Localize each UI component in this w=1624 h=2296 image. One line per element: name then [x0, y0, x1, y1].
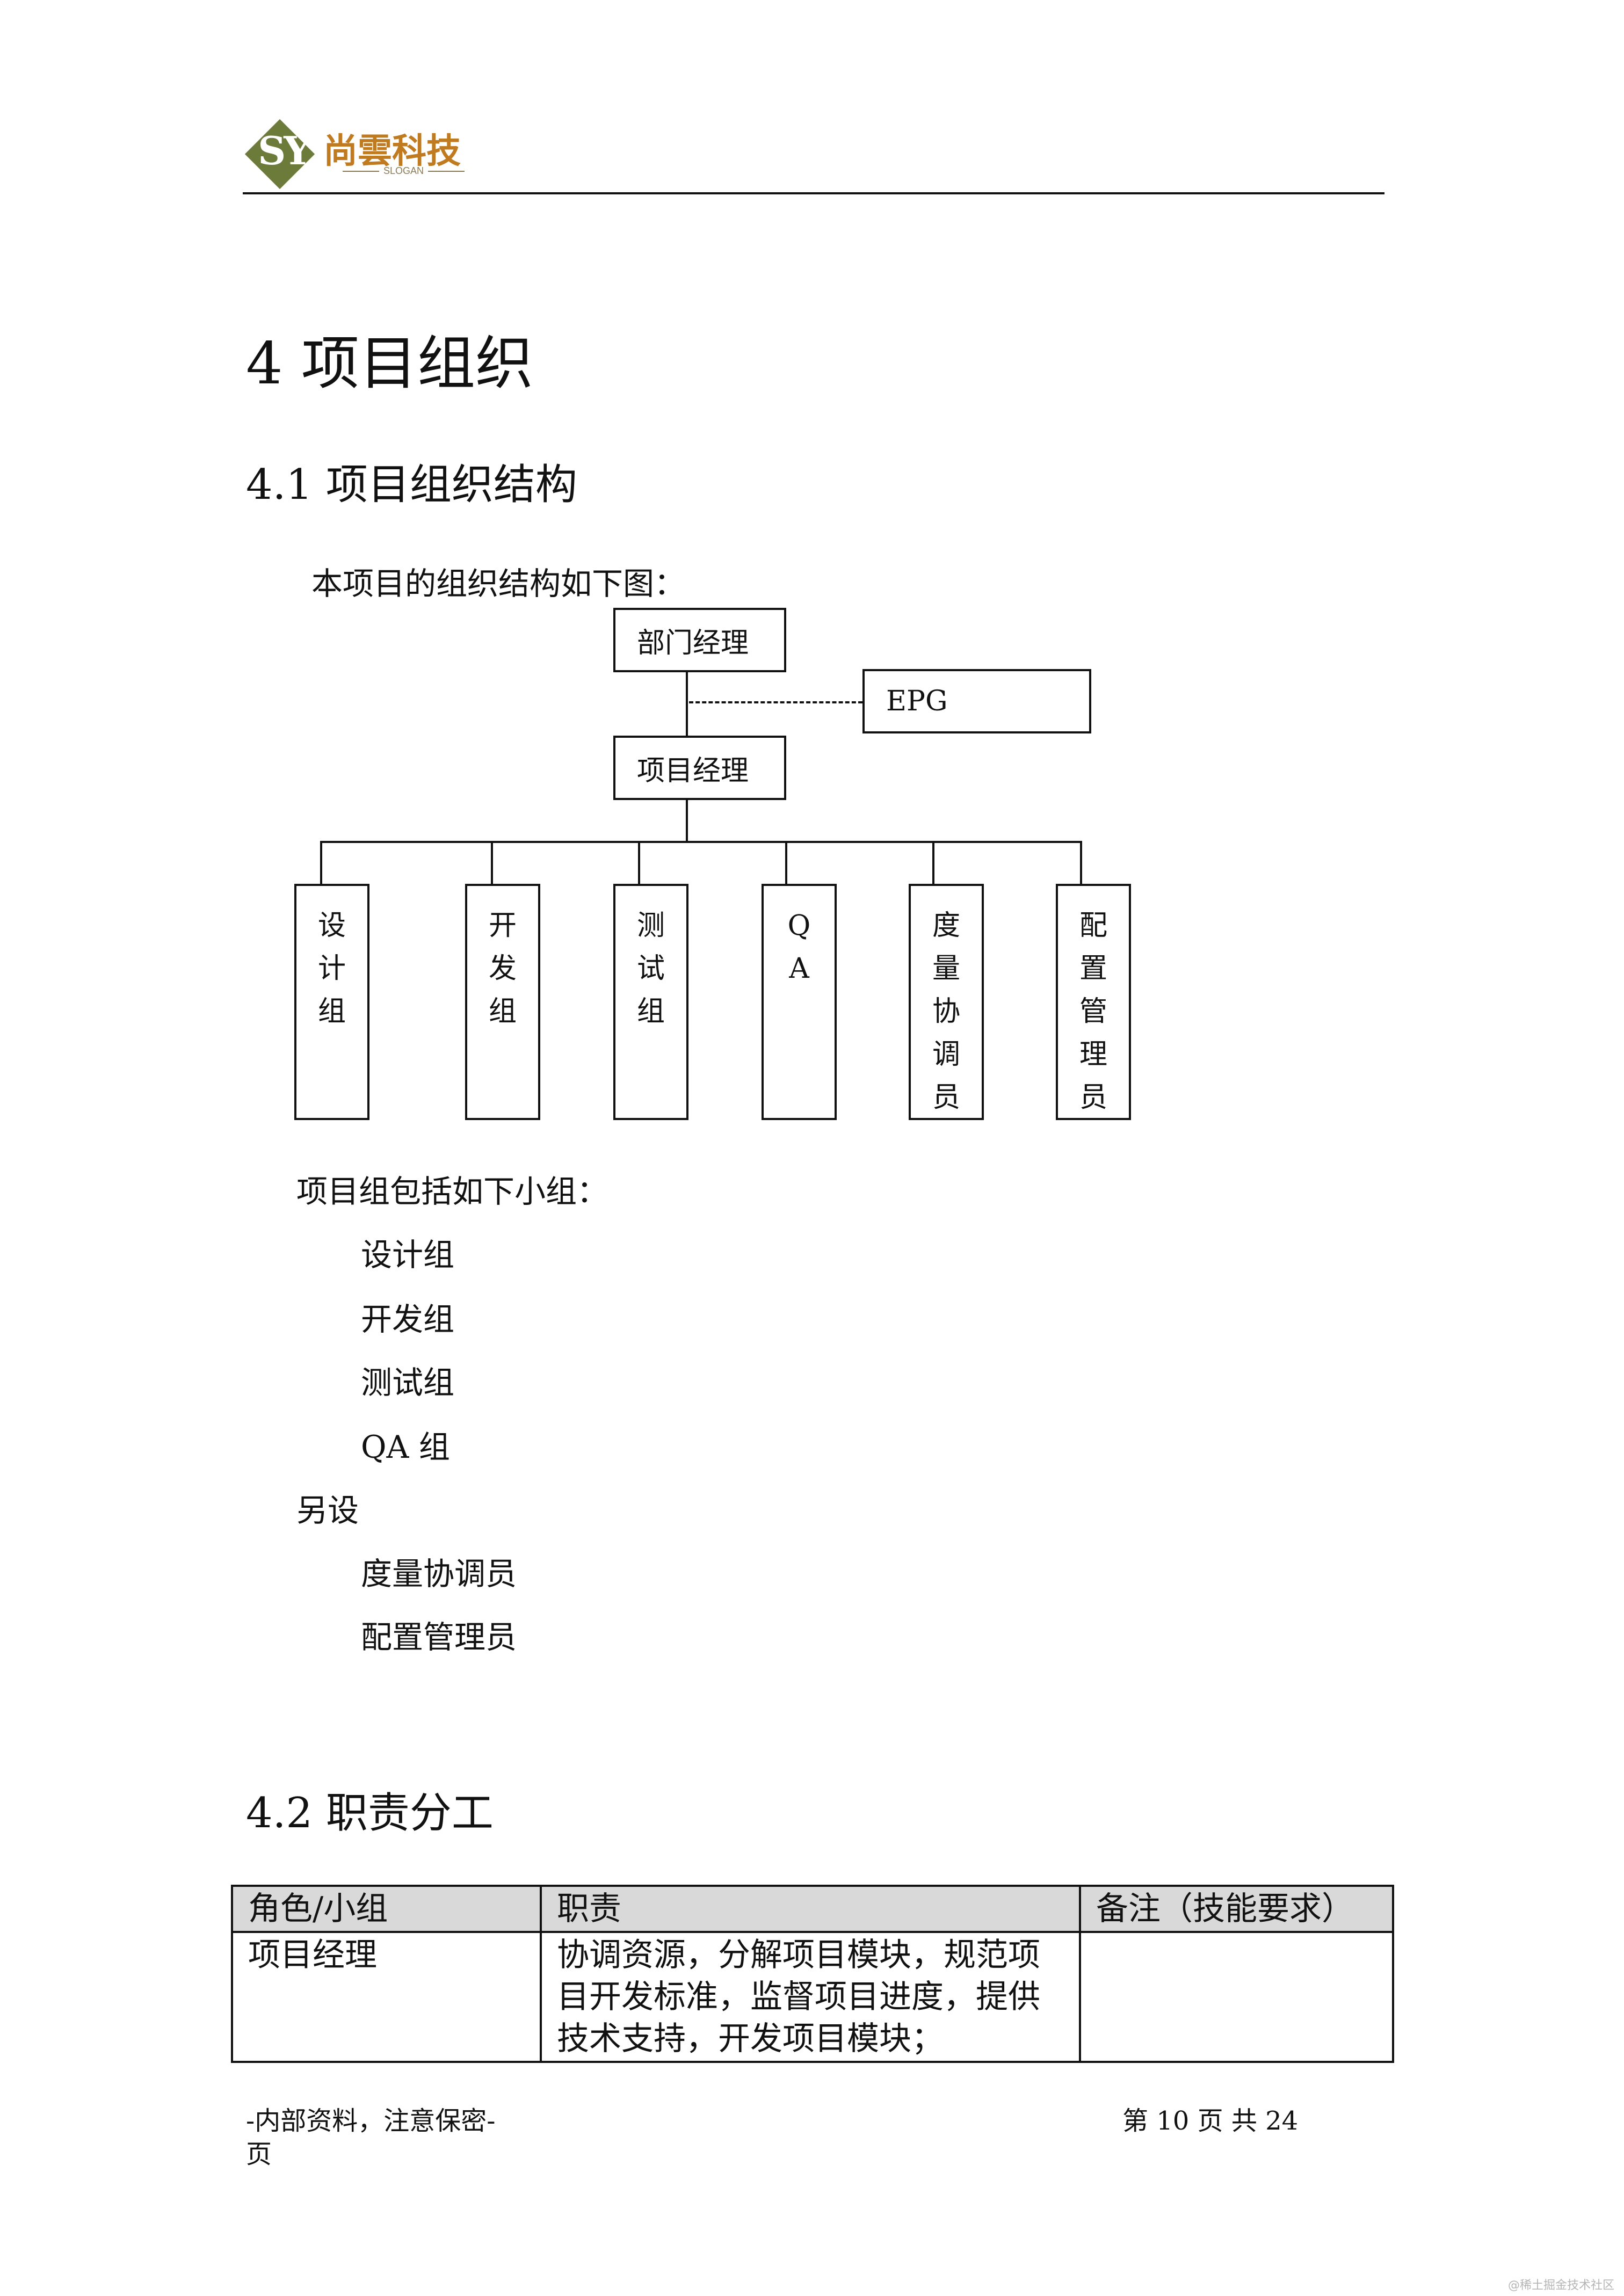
org-unit-char: 设: [317, 910, 346, 942]
section-heading-4-1: 4.1 项目组织结构: [246, 461, 577, 509]
org-unit-char: 量: [932, 953, 960, 985]
list-item: 测试组: [361, 1364, 455, 1401]
roles-table: 角色/小组 职责 备注（技能要求） 项目经理 协调资源，分解项目模块，规范项 目…: [231, 1885, 1395, 2063]
column-header: 角色/小组: [231, 1885, 542, 1933]
connector-drop: [785, 841, 787, 885]
org-box-side-label: EPG: [886, 685, 948, 717]
org-unit-char: 调: [932, 1038, 960, 1071]
org-intro-text: 本项目的组织结构如下图：: [311, 565, 686, 602]
connector-drop: [638, 841, 640, 885]
org-unit-char: 组: [488, 996, 517, 1028]
logo-slogan: SLOGAN: [338, 165, 469, 177]
column-header: 职责: [539, 1885, 1081, 1933]
connector-drop: [932, 841, 934, 885]
list-item: 度量协调员: [361, 1556, 517, 1592]
org-unit-design: 设 计 组: [294, 884, 369, 1120]
list-item: 开发组: [361, 1301, 455, 1338]
footer-page-number: 第 10 页 共 24: [1122, 2106, 1299, 2136]
org-unit-char: 管: [1079, 996, 1107, 1028]
org-unit-char: 试: [636, 953, 665, 985]
org-box-top: 部门经理: [613, 608, 786, 672]
org-unit-char: 员: [932, 1081, 960, 1114]
org-unit-char: Q: [787, 910, 811, 942]
connector-drop: [491, 841, 493, 885]
role-cell: 项目经理: [231, 1931, 542, 2063]
org-unit-char: 员: [1079, 1081, 1107, 1114]
watermark: @稀土掘金技术社区: [1507, 2279, 1614, 2292]
org-unit-char: 组: [317, 996, 346, 1028]
chapter-heading: 4 项目组织: [246, 330, 534, 397]
connector-dashed-side: [689, 701, 862, 703]
org-box-manager: 项目经理: [613, 736, 786, 800]
org-unit-measure: 度 量 协 调 员: [909, 884, 984, 1120]
groups-intro: 项目组包括如下小组：: [296, 1173, 608, 1210]
list-item: 配置管理员: [361, 1619, 517, 1655]
footer-confidential: -内部资料，注意保密-: [246, 2106, 496, 2136]
connector-top-manager: [686, 672, 688, 736]
org-unit-char: 组: [636, 996, 665, 1028]
note-cell: [1078, 1931, 1395, 2063]
list-item: 设计组: [361, 1237, 455, 1273]
list-item: QA 组: [361, 1429, 450, 1465]
connector-drop: [320, 841, 322, 885]
org-unit-char: 测: [636, 910, 665, 942]
org-unit-char: 度: [932, 910, 960, 942]
extra-label: 另设: [296, 1492, 359, 1529]
org-unit-test: 测 试 组: [613, 884, 688, 1120]
org-unit-char: 置: [1079, 953, 1107, 985]
org-unit-char: 协: [932, 996, 960, 1028]
duty-line: 技术支持，开发项目模块；: [556, 2020, 944, 2058]
duty-line: 协调资源，分解项目模块，规范项: [556, 1936, 1040, 1974]
column-header: 备注（技能要求）: [1078, 1885, 1395, 1933]
org-box-top-label: 部门经理: [637, 627, 749, 659]
org-unit-char: 计: [317, 953, 346, 985]
org-unit-char: A: [789, 953, 809, 985]
footer-page-suffix: 页: [246, 2139, 272, 2169]
org-box-manager-label: 项目经理: [637, 754, 749, 787]
table-header-row: 角色/小组 职责 备注（技能要求）: [231, 1885, 1395, 1933]
duty-line: 目开发标准，监督项目进度，提供: [556, 1978, 1040, 2016]
org-box-side: EPG: [862, 669, 1091, 733]
org-unit-config: 配 置 管 理 员: [1056, 884, 1131, 1120]
org-unit-char: 开: [488, 910, 517, 942]
connector-manager-down: [686, 800, 688, 843]
org-unit-char: 配: [1079, 910, 1107, 942]
org-unit-char: 理: [1079, 1038, 1107, 1071]
header-divider: [243, 192, 1384, 194]
logo-mark: SY: [258, 128, 311, 173]
company-logo: SY 尚雲科技 SLOGAN: [244, 119, 479, 190]
connector-horizontal: [320, 841, 1082, 843]
org-unit-dev: 开 发 组: [465, 884, 540, 1120]
connector-drop: [1080, 841, 1082, 885]
org-unit-char: 发: [488, 953, 517, 985]
table-row: 项目经理 协调资源，分解项目模块，规范项 目开发标准，监督项目进度，提供 技术支…: [231, 1931, 1395, 2063]
company-name: 尚雲科技: [323, 132, 461, 171]
section-heading-4-2: 4.2 职责分工: [246, 1789, 494, 1837]
duty-cell: 协调资源，分解项目模块，规范项 目开发标准，监督项目进度，提供 技术支持，开发项…: [539, 1931, 1081, 2063]
org-unit-qa: Q A: [762, 884, 837, 1120]
